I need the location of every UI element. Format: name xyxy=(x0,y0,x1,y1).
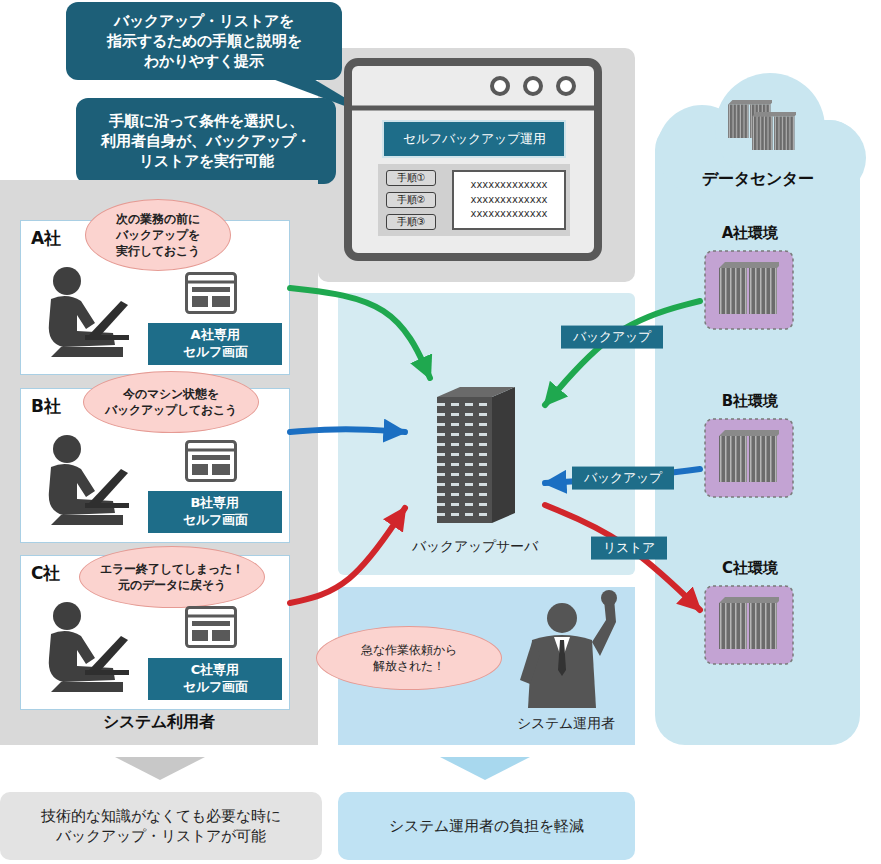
node-text: B社 xyxy=(31,395,61,418)
window-button xyxy=(492,78,508,94)
flow-arrow xyxy=(290,429,405,432)
node-text: B社専用 セルフ画面 xyxy=(166,495,264,529)
flow-arrow xyxy=(290,508,405,603)
rack-icon xyxy=(719,262,783,314)
node-text: 手順② xyxy=(397,195,426,205)
company-card: A社次の業務の前に バックアップを 実行しておこうA社専用 セルフ画面 xyxy=(20,220,290,375)
node-text: セルフバックアップ運用 xyxy=(403,130,546,148)
flow-arrow xyxy=(545,505,700,610)
backup-server: バックアップサーバ xyxy=(405,378,545,560)
datacenter-region: データセンター A社環境 B社環境 C社環境 xyxy=(655,120,860,745)
environment: C社環境 xyxy=(700,558,800,666)
node-text: 手順③ xyxy=(397,217,426,227)
operator-panel: システム運用者 急な作業依頼から 解放された！ xyxy=(338,587,635,745)
window-button xyxy=(525,78,541,94)
node-text: 手順に沿って条件を選択し、 利用者自身が、バックアップ・ リストアを実行可能 xyxy=(86,111,326,172)
node-text: A社専用 セルフ画面 xyxy=(166,327,264,361)
node-text: xxxxxxxxxxxxx xyxy=(471,207,548,222)
speech-bubble: 急な作業依頼から 解放された！ xyxy=(316,626,502,690)
edge-label: バックアップ xyxy=(561,325,663,348)
node-text: B社環境 xyxy=(722,391,778,411)
environment-box xyxy=(705,251,793,329)
node-text: xxxxxxxxxxxxx xyxy=(471,178,548,193)
node-text: システム利用者 xyxy=(103,711,215,733)
node-text: バックアップサーバ xyxy=(412,537,538,556)
screen-body xyxy=(378,164,570,236)
environment: B社環境 xyxy=(700,391,800,499)
down-triangle xyxy=(440,757,530,780)
company-card: B社 今のマシン状態を バックアップしておこう B社専用 セルフ画面 xyxy=(20,388,290,543)
node-text: システム運用者の負担を軽減 xyxy=(389,816,584,836)
speech-bubble: 次の業務の前に バックアップを 実行しておこう xyxy=(85,199,231,271)
window-button xyxy=(558,78,574,94)
screen-label: C社専用 セルフ画面 xyxy=(148,658,282,700)
environment-box xyxy=(705,419,793,497)
browser-window xyxy=(348,62,598,257)
screen-icon xyxy=(187,442,236,481)
node-text: 急な作業依頼から 解放された！ xyxy=(335,642,483,674)
user-figure xyxy=(49,602,129,692)
node-text: A社環境 xyxy=(722,223,779,243)
node-text: エラー終了してしまった！ 元のデータに戻そう xyxy=(98,561,246,593)
screen-title: セルフバックアップ運用 xyxy=(382,120,566,158)
edge-label: リストア xyxy=(591,536,667,559)
user-figure xyxy=(49,267,129,357)
server-stack-icon xyxy=(752,112,799,150)
cloud-bump xyxy=(715,73,825,183)
speech-bubble: エラー終了してしまった！ 元のデータに戻そう xyxy=(79,546,265,608)
node-text: xxxxxxxxxxxxx xyxy=(471,193,548,208)
step-button: 手順② xyxy=(386,192,436,208)
cloud-bump xyxy=(657,105,747,195)
user-figure xyxy=(49,435,129,525)
browser-bar xyxy=(348,106,598,111)
node-text: A社 xyxy=(31,227,61,250)
server-stack-icon xyxy=(728,100,775,138)
step-button: 手順① xyxy=(386,170,436,186)
flow-arrow xyxy=(290,288,430,378)
step-button: 手順③ xyxy=(386,214,436,230)
rack-icon xyxy=(719,430,783,482)
cloud-bump xyxy=(790,120,866,196)
node-text: 手順① xyxy=(397,173,426,183)
company-card: C社 エラー終了してしまった！ 元のデータに戻そう C社専用 セルフ画面 xyxy=(20,555,290,710)
result-box: 技術的な知識がなくても必要な時に バックアップ・リストアが可能 xyxy=(0,792,322,860)
screen-icon xyxy=(187,608,236,647)
result-box: システム運用者の負担を軽減 xyxy=(338,792,635,860)
down-triangle xyxy=(115,757,205,780)
server-building xyxy=(437,387,515,523)
node-text: バックアップ・リストアを 指示するための手順と説明を わかりやすく提示 xyxy=(76,11,332,72)
node-text: 技術的な知識がなくても必要な時に バックアップ・リストアが可能 xyxy=(0,806,322,847)
environment: A社環境 xyxy=(700,223,800,331)
content-box: xxxxxxxxxxxxxxxxxxxxxxxxxxxxxxxxxxxxxxx xyxy=(452,170,566,230)
node-text: 次の業務の前に バックアップを 実行しておこう xyxy=(104,211,212,260)
user-panel: システム利用者A社次の業務の前に バックアップを 実行しておこうA社専用 セルフ… xyxy=(0,180,318,745)
speech-bubble: 今のマシン状態を バックアップしておこう xyxy=(83,371,259,433)
callout-box: バックアップ・リストアを 指示するための手順と説明を わかりやすく提示 xyxy=(66,2,342,80)
node-text: データセンター xyxy=(702,168,814,190)
screen-icon xyxy=(187,274,236,313)
operator-figure xyxy=(520,590,617,708)
screen-label: B社専用 セルフ画面 xyxy=(148,491,282,533)
flow-arrow xyxy=(545,301,700,405)
node-text: C社環境 xyxy=(722,558,778,578)
edge-label: バックアップ xyxy=(572,466,674,489)
node-text: C社専用 セルフ画面 xyxy=(166,662,264,696)
node-text: C社 xyxy=(31,562,60,585)
environment-box xyxy=(705,586,793,664)
rack-icon xyxy=(719,597,783,649)
node-text: システム運用者 xyxy=(517,714,615,733)
screen-panel xyxy=(318,48,635,282)
screen-label: A社専用 セルフ画面 xyxy=(148,323,282,365)
callout-box: 手順に沿って条件を選択し、 利用者自身が、バックアップ・ リストアを実行可能 xyxy=(76,98,336,184)
node-text: 今のマシン状態を バックアップしておこう xyxy=(102,386,240,418)
